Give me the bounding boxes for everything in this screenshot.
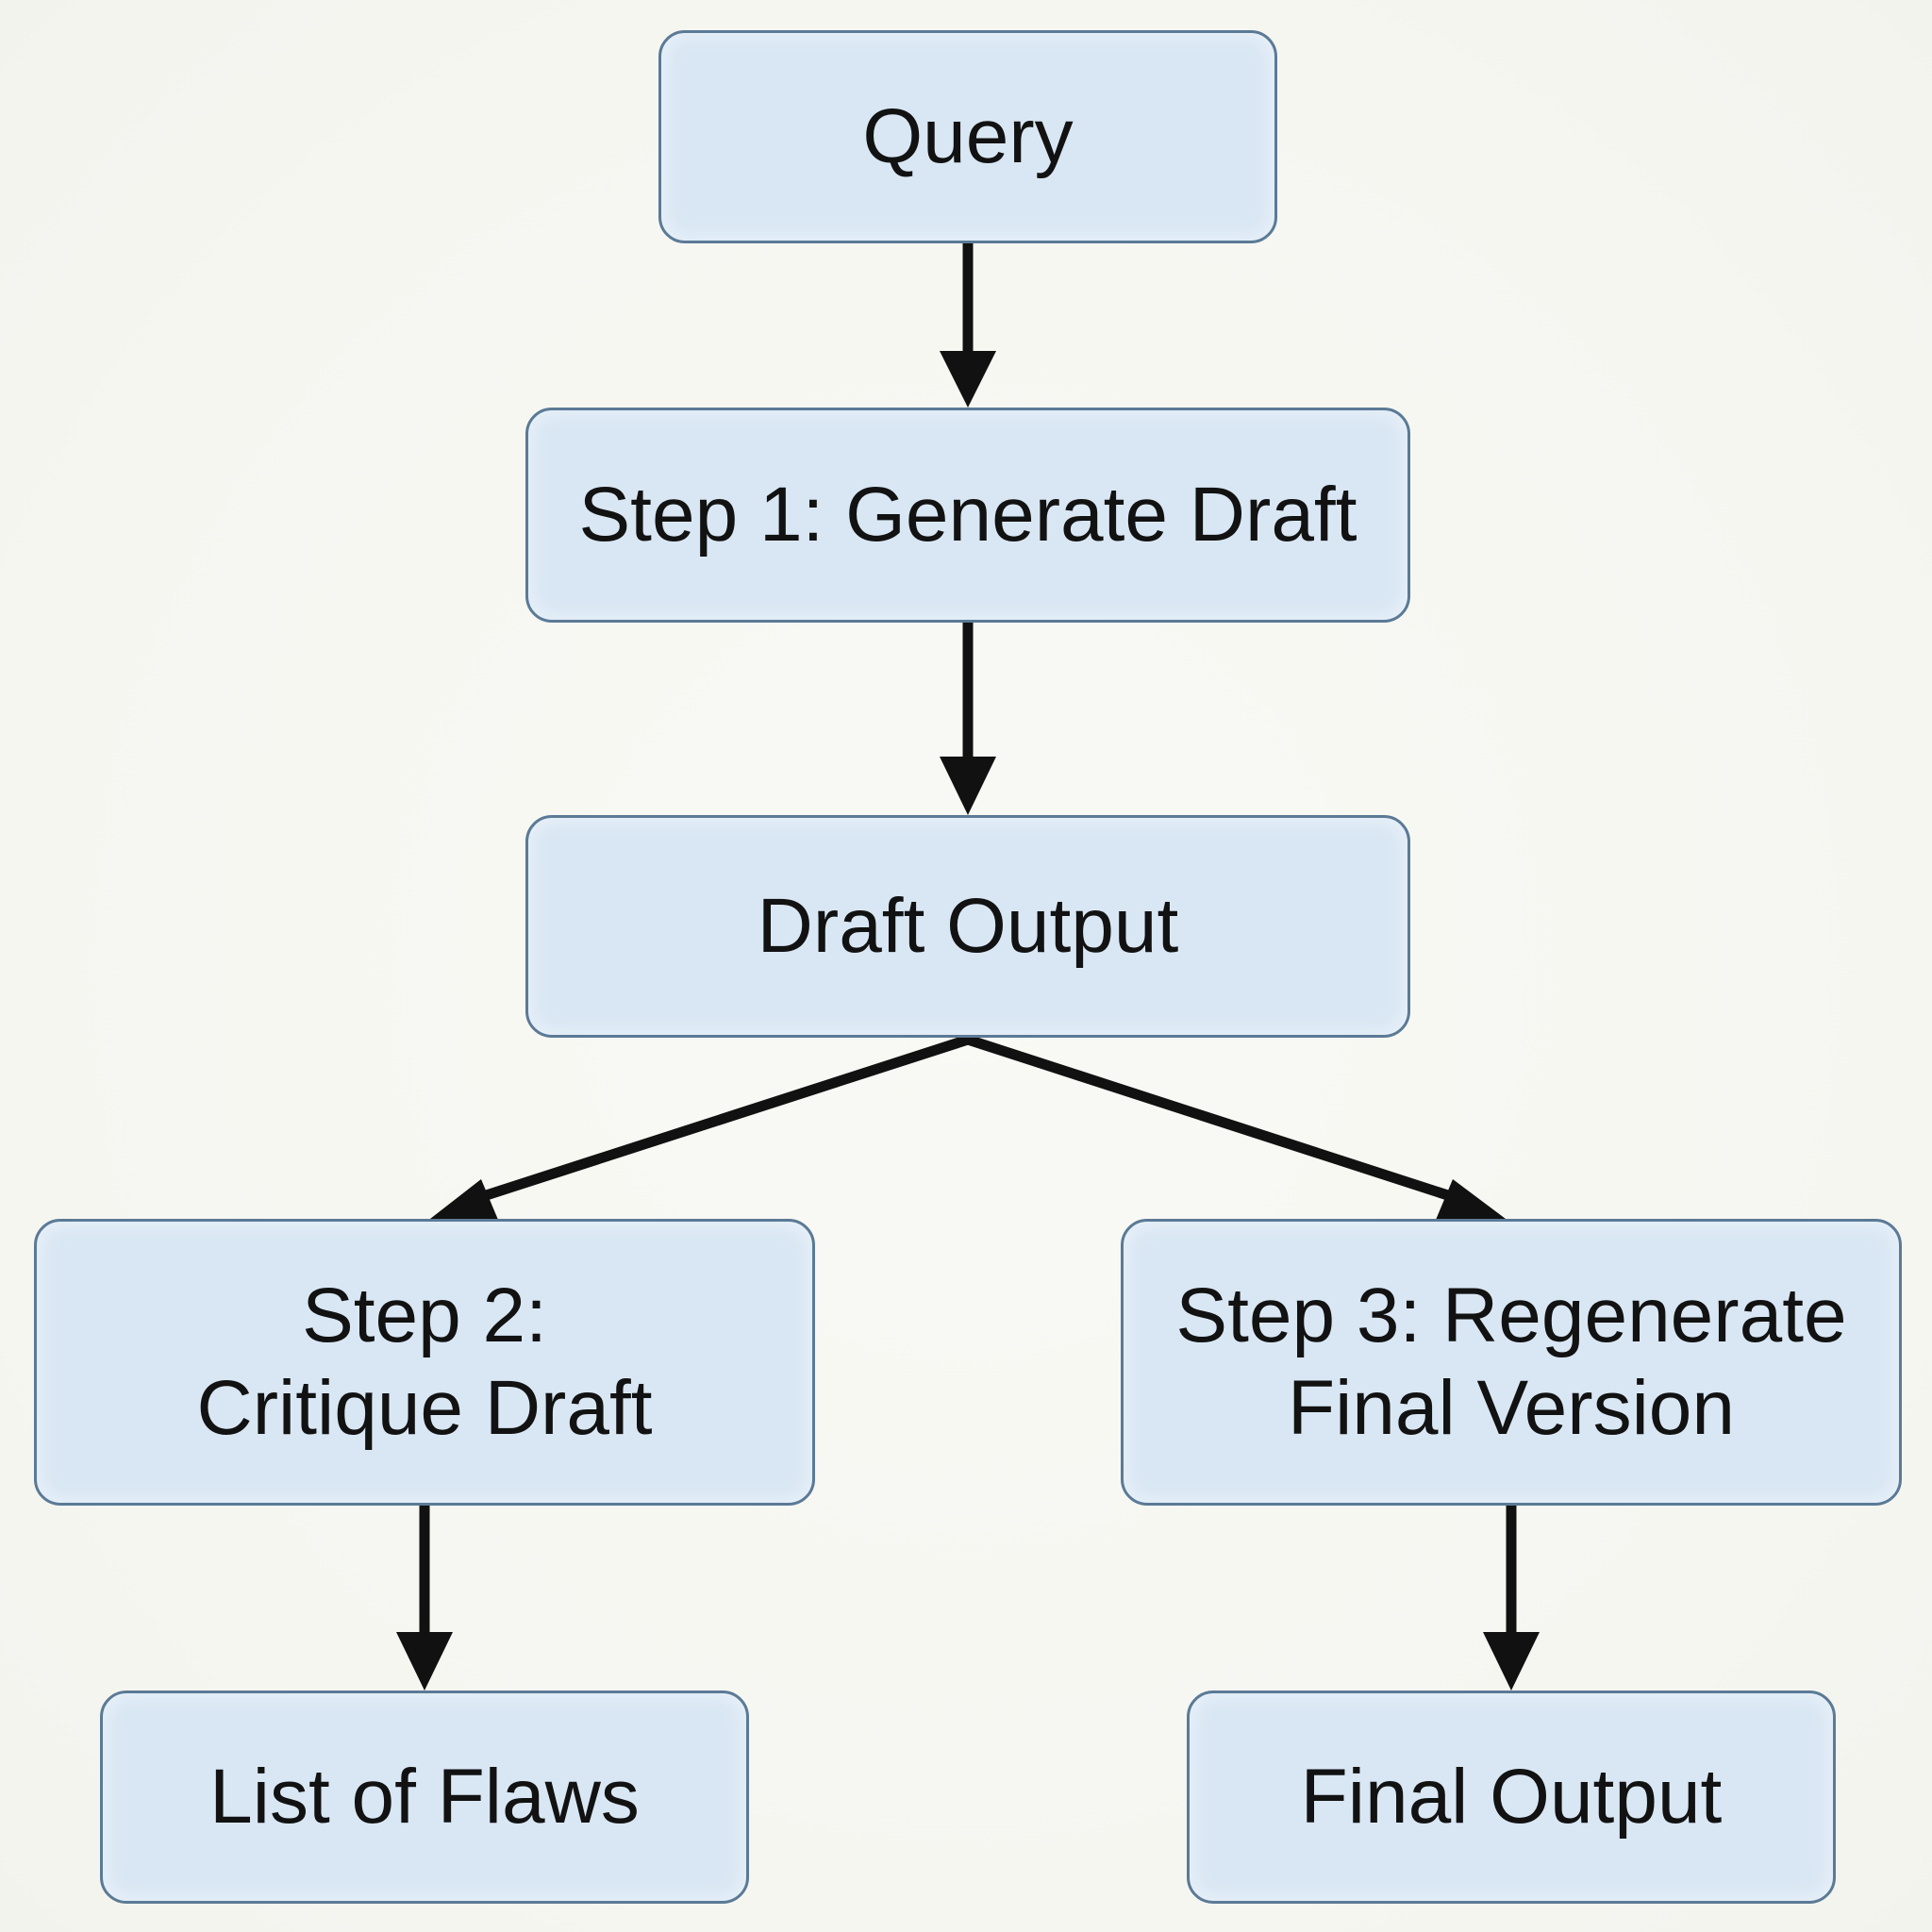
node-step2-critique-draft: Step 2: Critique Draft	[34, 1219, 815, 1506]
node-list-of-flaws: List of Flaws	[100, 1690, 749, 1904]
arrowhead-step3-to-final-output	[1483, 1632, 1540, 1690]
arrowhead-draft-output-to-step3	[1436, 1179, 1506, 1220]
arrowhead-step1-to-draft-output	[940, 757, 996, 815]
node-final-output: Final Output	[1187, 1690, 1836, 1904]
arrow-draft-output-to-step3	[962, 1034, 1468, 1206]
arrow-draft-output-to-step2	[466, 1034, 974, 1206]
arrowhead-step2-to-list-of-flaws	[396, 1632, 453, 1690]
arrowhead-query-to-step1	[940, 351, 996, 408]
node-draft-output: Draft Output	[525, 815, 1410, 1038]
node-query: Query	[658, 30, 1277, 243]
arrowhead-draft-output-to-step2	[430, 1179, 498, 1220]
node-step3-regenerate-final-version: Step 3: Regenerate Final Version	[1121, 1219, 1902, 1506]
node-step1-generate-draft: Step 1: Generate Draft	[525, 408, 1410, 623]
